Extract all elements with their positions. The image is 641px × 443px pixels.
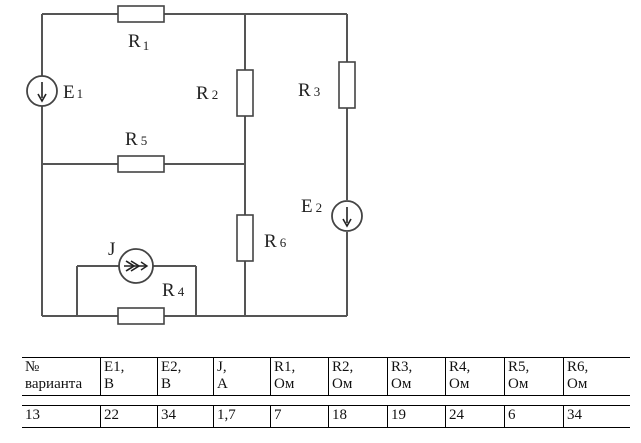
header-cell: R3,Ом bbox=[387, 357, 446, 396]
header-cell: R1,Ом bbox=[270, 357, 329, 396]
resistor-r5 bbox=[117, 155, 165, 173]
resistor-r4 bbox=[117, 307, 165, 325]
resistor-r2 bbox=[236, 69, 254, 117]
resistor-r6 bbox=[236, 214, 254, 262]
table-cell: 19 bbox=[387, 405, 446, 428]
voltage-source-e2 bbox=[331, 200, 363, 232]
resistor-r1 bbox=[117, 5, 165, 23]
table-cell: 24 bbox=[445, 405, 505, 428]
table-cell: 13 bbox=[22, 405, 101, 428]
table-cell: 34 bbox=[563, 405, 630, 428]
table-cell: 6 bbox=[504, 405, 564, 428]
label-j: J bbox=[108, 239, 115, 260]
header-cell: R6,Ом bbox=[563, 357, 630, 396]
table-row: 13 22 34 1,7 7 18 19 24 6 34 bbox=[22, 405, 630, 428]
table-cell: 22 bbox=[100, 405, 158, 428]
header-cell: E2,B bbox=[157, 357, 214, 396]
table-cell: 1,7 bbox=[213, 405, 271, 428]
current-source-j bbox=[118, 248, 154, 284]
table-cell: 34 bbox=[157, 405, 214, 428]
header-cell: E1,B bbox=[100, 357, 158, 396]
table-cell: 7 bbox=[270, 405, 329, 428]
resistor-r3 bbox=[338, 61, 356, 109]
header-cell: R4,Ом bbox=[445, 357, 505, 396]
header-cell: R2,Ом bbox=[328, 357, 388, 396]
table-cell: 18 bbox=[328, 405, 388, 428]
header-cell: R5,Ом bbox=[504, 357, 564, 396]
header-cell: J,A bbox=[213, 357, 271, 396]
voltage-source-e1 bbox=[26, 75, 58, 107]
